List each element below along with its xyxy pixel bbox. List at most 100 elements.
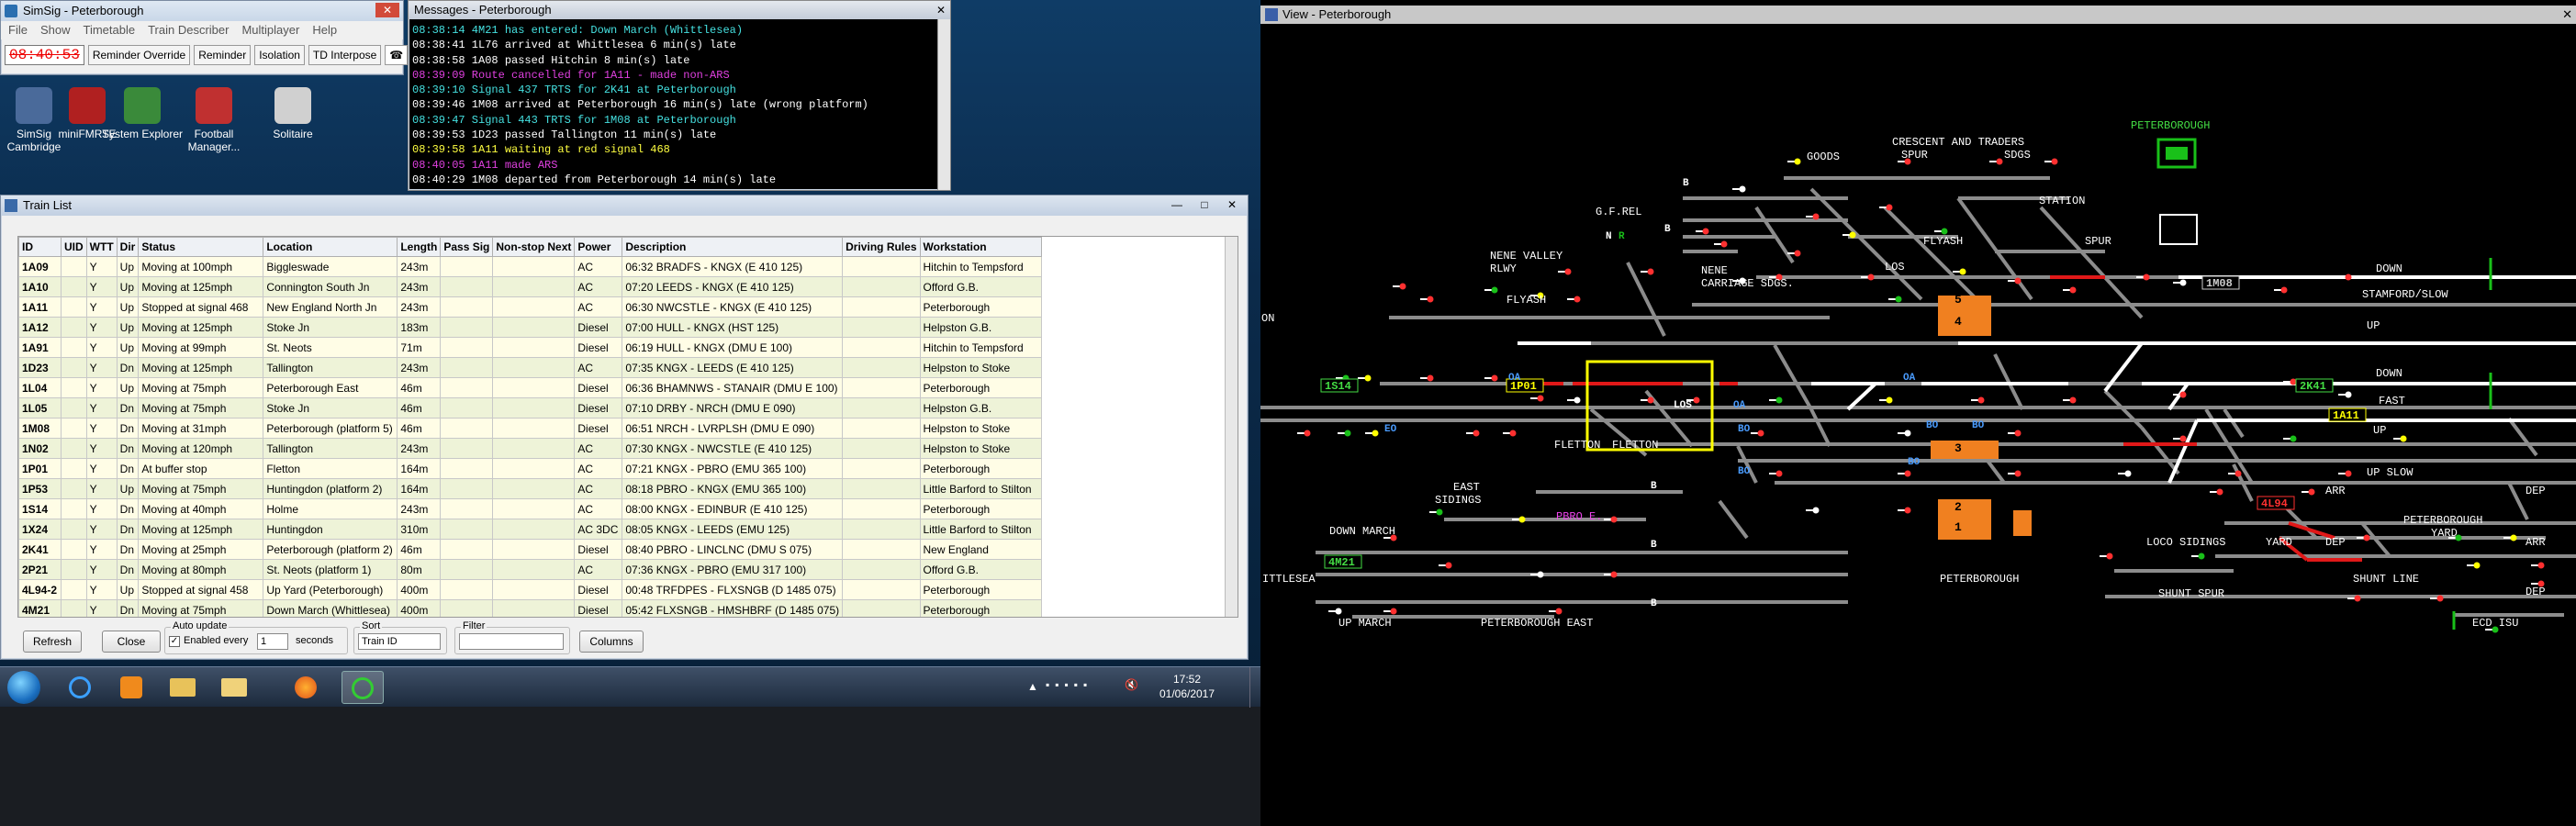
simsig-taskbar-icon[interactable] — [342, 671, 384, 704]
phone-icon[interactable]: ☎ — [385, 45, 409, 65]
close-button[interactable]: Close — [102, 631, 161, 653]
signal-head — [2354, 595, 2361, 602]
menu-item-help[interactable]: Help — [312, 23, 338, 37]
folder-icon[interactable] — [213, 671, 255, 704]
train-berth-id: 1M08 — [2206, 277, 2233, 290]
table-cell — [61, 418, 87, 439]
column-header[interactable]: Pass Sig — [440, 237, 494, 257]
table-cell — [440, 317, 494, 338]
table-cell: Diesel — [574, 418, 623, 439]
isolation-button[interactable]: Isolation — [254, 45, 305, 65]
maximize-icon[interactable]: □ — [1201, 198, 1208, 211]
table-cell: 46m — [397, 397, 442, 419]
refresh-button[interactable]: Refresh — [23, 631, 82, 653]
volume-icon[interactable]: 🔇 — [1125, 678, 1138, 691]
clock-date[interactable]: 01/06/2017 — [1159, 687, 1215, 700]
columns-button[interactable]: Columns — [579, 631, 644, 653]
desktop-icon[interactable]: miniFMRTE — [46, 87, 129, 140]
signal-head — [2492, 626, 2499, 633]
desktop-icon[interactable]: System Explorer — [101, 87, 184, 140]
table-cell — [61, 519, 87, 540]
column-header[interactable]: Location — [263, 237, 398, 257]
desktop-icon[interactable]: Football Manager... — [173, 87, 255, 153]
table-cell: Moving at 25mph — [138, 539, 264, 560]
internet-explorer-icon[interactable] — [59, 671, 101, 704]
close-icon[interactable]: ✕ — [1226, 198, 1238, 211]
firefox-icon[interactable] — [285, 671, 327, 704]
menu-item-timetable[interactable]: Timetable — [83, 23, 136, 37]
sort-select[interactable]: Train ID — [358, 633, 441, 650]
column-header[interactable]: Power — [574, 237, 623, 257]
grid-scrollbar[interactable] — [1225, 237, 1238, 617]
menu-item-train-describer[interactable]: Train Describer — [148, 23, 230, 37]
column-header[interactable]: Dir — [116, 237, 140, 257]
filter-input[interactable] — [459, 633, 564, 650]
start-button[interactable] — [7, 671, 40, 704]
desktop-icon[interactable]: SimSig Cambridge — [0, 87, 75, 153]
interval-input[interactable]: 1 — [257, 633, 288, 650]
close-icon[interactable]: ✕ — [2562, 7, 2572, 21]
messages-title: Messages - Peterborough — [414, 3, 552, 17]
minimize-icon[interactable]: — — [1171, 198, 1182, 211]
column-header[interactable]: WTT — [85, 237, 118, 257]
media-player-icon[interactable] — [110, 671, 152, 704]
close-icon[interactable]: ✕ — [375, 3, 399, 17]
column-header[interactable]: Length — [397, 237, 442, 257]
clock-time[interactable]: 17:52 — [1172, 673, 1202, 686]
game-clock[interactable]: 08:40:53 — [5, 45, 84, 65]
view-title: View - Peterborough — [1282, 7, 1392, 21]
menu-item-multiplayer[interactable]: Multiplayer — [241, 23, 300, 37]
auto-update-checkbox[interactable]: ✓ — [169, 636, 180, 647]
column-header[interactable]: Non-stop Next — [492, 237, 576, 257]
menu-item-show[interactable]: Show — [39, 23, 71, 37]
desktop-icon[interactable]: Solitaire — [252, 87, 334, 140]
column-header[interactable]: UID — [61, 237, 87, 257]
signal-head — [2179, 279, 2187, 286]
reminder-override-button[interactable]: Reminder Override — [87, 45, 191, 65]
track-code-label: B — [1651, 540, 1657, 551]
messages-window: Messages - Peterborough ✕ 08:38:14 4M21 … — [408, 0, 951, 191]
td-interpose-button[interactable]: TD Interpose — [308, 45, 382, 65]
column-header[interactable]: Workstation — [919, 237, 1042, 257]
show-desktop-button[interactable] — [1249, 667, 1260, 708]
column-header[interactable]: Driving Rules — [842, 237, 921, 257]
column-header[interactable]: ID — [18, 237, 62, 257]
seconds-label: seconds — [296, 635, 333, 646]
table-cell: Y — [85, 337, 118, 358]
signal-head — [1390, 608, 1397, 615]
signal-head — [1427, 296, 1434, 303]
file-explorer-icon[interactable] — [162, 671, 204, 704]
tray-arrow-icon[interactable]: ▲ — [1027, 680, 1038, 693]
message-line: 08:38:41 1L76 arrived at Whittlesea 6 mi… — [412, 39, 736, 52]
close-icon[interactable]: ✕ — [935, 4, 946, 17]
signal-head — [1904, 158, 1911, 165]
reminder-button[interactable]: Reminder — [194, 45, 252, 65]
messages-scrollbar[interactable] — [937, 19, 950, 190]
location-label: PETERBOROUGH — [1940, 573, 2019, 586]
column-header[interactable]: Status — [138, 237, 264, 257]
column-header[interactable]: Description — [622, 237, 844, 257]
menu-item-file[interactable]: File — [8, 23, 28, 37]
tray-icons[interactable]: ▪▪▪▪▪ — [1046, 678, 1093, 691]
